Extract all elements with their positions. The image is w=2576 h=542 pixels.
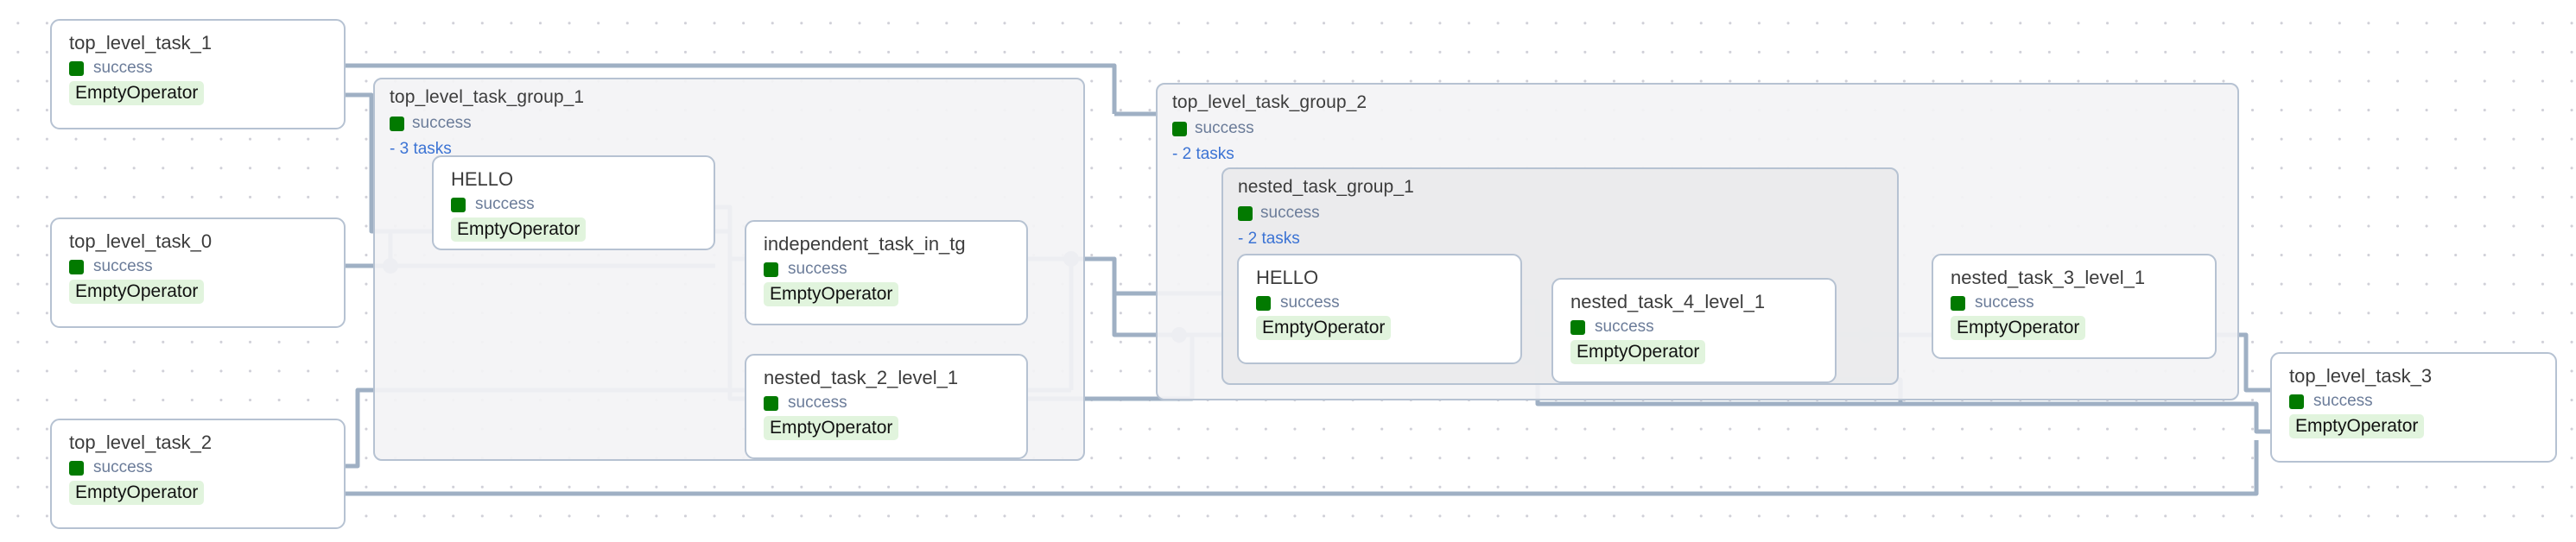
- operator-chip: EmptyOperator: [1570, 340, 1706, 364]
- task-status: success: [69, 257, 344, 276]
- task-status-text: success: [93, 257, 153, 275]
- task-status: success: [764, 260, 1026, 279]
- task-status: success: [764, 394, 1026, 413]
- operator-chip: EmptyOperator: [69, 81, 205, 105]
- success-marker-icon: [69, 259, 84, 274]
- task-title: nested_task_2_level_1: [764, 367, 959, 388]
- success-marker-icon: [764, 262, 778, 277]
- task-status-text: success: [788, 394, 847, 412]
- task-status: success: [1570, 318, 1835, 337]
- task-status-text: success: [93, 458, 153, 476]
- task-node-nested_task_4_level_1[interactable]: nested_task_4_level_1 success EmptyOpera…: [1551, 278, 1837, 383]
- group-title: top_level_task_group_1: [390, 87, 585, 107]
- success-marker-icon: [1256, 295, 1271, 311]
- operator-chip: EmptyOperator: [2289, 414, 2425, 438]
- operator-chip: EmptyOperator: [69, 481, 205, 505]
- success-marker-icon: [390, 116, 404, 131]
- task-status-text: success: [1975, 293, 2034, 312]
- task-node-tg1-hello[interactable]: HELLO success EmptyOperator: [432, 155, 715, 250]
- task-node-nested_task_3_level_1[interactable]: nested_task_3_level_1 success EmptyOpera…: [1932, 254, 2217, 359]
- task-title: independent_task_in_tg: [764, 233, 966, 255]
- task-node-top_level_task_2[interactable]: top_level_task_2 success EmptyOperator: [50, 419, 346, 529]
- group-header: nested_task_group_1 success - 2 tasks: [1238, 176, 1414, 249]
- task-status: success: [69, 458, 344, 477]
- group-title: nested_task_group_1: [1238, 177, 1414, 197]
- task-status-text: success: [1595, 318, 1654, 336]
- success-marker-icon: [764, 395, 778, 411]
- task-node-top_level_task_3[interactable]: top_level_task_3 success EmptyOperator: [2270, 352, 2557, 463]
- task-node-top_level_task_1[interactable]: top_level_task_1 success EmptyOperator: [50, 19, 346, 129]
- operator-chip: EmptyOperator: [1256, 316, 1392, 340]
- operator-chip: EmptyOperator: [69, 280, 205, 304]
- task-status-text: success: [1280, 293, 1340, 312]
- task-title: top_level_task_2: [69, 432, 213, 453]
- task-status: success: [1951, 293, 2215, 312]
- success-marker-icon: [451, 197, 466, 212]
- task-status: success: [2289, 392, 2555, 411]
- group-status-text: success: [1195, 119, 1254, 137]
- task-title: top_level_task_0: [69, 230, 213, 252]
- success-marker-icon: [1172, 121, 1187, 136]
- success-marker-icon: [69, 460, 84, 476]
- success-marker-icon: [69, 60, 84, 76]
- group-status-text: success: [412, 114, 472, 132]
- task-title: nested_task_3_level_1: [1951, 267, 2146, 288]
- success-marker-icon: [1570, 319, 1585, 335]
- group-task-count-toggle[interactable]: - 3 tasks: [390, 140, 452, 158]
- task-status: success: [1256, 293, 1520, 312]
- task-status-text: success: [2313, 392, 2373, 410]
- success-marker-icon: [2289, 394, 2304, 409]
- task-status-text: success: [475, 195, 535, 213]
- group-status: success: [1172, 119, 1367, 138]
- task-status: success: [451, 195, 714, 214]
- task-node-top_level_task_0[interactable]: top_level_task_0 success EmptyOperator: [50, 217, 346, 328]
- group-task-count-toggle[interactable]: - 2 tasks: [1172, 145, 1234, 163]
- task-title: top_level_task_1: [69, 32, 213, 54]
- task-node-ntg1-hello[interactable]: HELLO success EmptyOperator: [1237, 254, 1522, 364]
- group-status: success: [390, 114, 584, 133]
- task-node-independent_task_in_tg[interactable]: independent_task_in_tg success EmptyOper…: [745, 220, 1028, 325]
- success-marker-icon: [1238, 205, 1253, 221]
- group-header: top_level_task_group_2 success - 2 tasks: [1172, 91, 1367, 164]
- operator-chip: EmptyOperator: [451, 217, 587, 242]
- task-node-nested_task_2_level_1[interactable]: nested_task_2_level_1 success EmptyOpera…: [745, 354, 1028, 459]
- task-status: success: [69, 59, 344, 78]
- task-title: top_level_task_3: [2289, 365, 2433, 387]
- group-title: top_level_task_group_2: [1172, 92, 1367, 112]
- success-marker-icon: [1951, 295, 1965, 311]
- group-status-text: success: [1260, 204, 1320, 222]
- task-status-text: success: [93, 59, 153, 77]
- task-status-text: success: [788, 260, 847, 278]
- operator-chip: EmptyOperator: [1951, 316, 2086, 340]
- group-task-count-toggle[interactable]: - 2 tasks: [1238, 230, 1300, 248]
- task-title: HELLO: [451, 168, 514, 190]
- task-title: nested_task_4_level_1: [1570, 291, 1766, 312]
- task-title: HELLO: [1256, 267, 1319, 288]
- operator-chip: EmptyOperator: [764, 282, 899, 306]
- group-status: success: [1238, 204, 1414, 223]
- operator-chip: EmptyOperator: [764, 416, 899, 440]
- group-header: top_level_task_group_1 success - 3 tasks: [390, 86, 584, 159]
